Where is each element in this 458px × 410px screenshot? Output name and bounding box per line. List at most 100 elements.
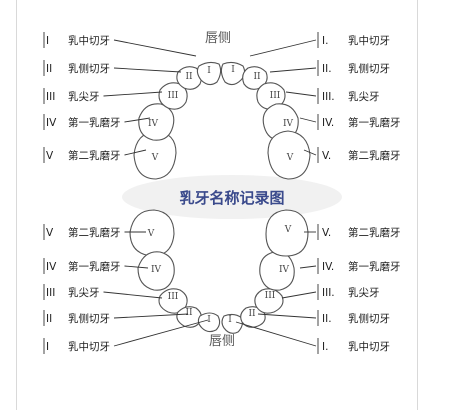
tooth-number-lower: III [168, 292, 179, 302]
tooth-lower-left-iv [259, 251, 295, 291]
chart-title: 乳牙名称记录图 [179, 189, 284, 207]
leader-left [124, 149, 147, 156]
tooth-lower-left-i [221, 313, 244, 334]
tooth-number-upper: IV [283, 119, 294, 129]
label-right-text: 乳中切牙 [348, 340, 390, 353]
tooth-number-lower: III [265, 291, 276, 301]
leader-right [281, 291, 317, 299]
label-right-roman: IV. [322, 117, 334, 129]
leader-right [269, 67, 317, 73]
tooth-number-lower: I [228, 315, 232, 325]
label-right-roman: II. [322, 63, 332, 75]
label-left-text: 乳中切牙 [68, 340, 110, 353]
frame-right-line [417, 0, 418, 410]
label-left-roman: I [46, 35, 49, 47]
label-right-text: 第二乳磨牙 [348, 149, 401, 162]
tooth-number-lower: IV [279, 265, 290, 275]
label-right-roman: III. [322, 91, 335, 103]
label-right-roman: IV. [322, 261, 334, 273]
label-left-roman: III [46, 287, 55, 299]
leader-left [103, 91, 163, 97]
label-right-roman: V. [322, 227, 331, 239]
label-left-text: 第二乳磨牙 [68, 226, 121, 239]
label-right-text: 乳侧切牙 [348, 312, 390, 325]
tooth-number-upper: III [270, 91, 281, 101]
label-left-text: 乳侧切牙 [68, 62, 110, 75]
label-right-text: 第一乳磨牙 [348, 260, 401, 273]
label-left-roman: IV [46, 261, 57, 273]
label-left-roman: V [46, 150, 54, 162]
label-left-text: 乳尖牙 [68, 286, 100, 299]
label-right-roman: I. [322, 35, 328, 47]
tooth-number-upper: I [231, 65, 235, 75]
label-left-roman: IV [46, 117, 57, 129]
label-right-roman: III. [322, 287, 335, 299]
tooth-upper-right-ii [176, 66, 202, 90]
label-right-text: 乳侧切牙 [348, 62, 390, 75]
label-left-text: 乳中切牙 [68, 34, 110, 47]
label-left-text: 乳侧切牙 [68, 312, 110, 325]
title-backdrop [122, 175, 342, 219]
leader-left [124, 265, 149, 269]
tooth-number-upper: IV [148, 119, 159, 129]
label-left-roman: II [46, 63, 52, 75]
leader-right [249, 39, 317, 57]
leader-right [235, 321, 317, 347]
leader-left [113, 319, 209, 347]
label-left-roman: V [46, 227, 54, 239]
leader-left [113, 39, 197, 57]
tooth-upper-right-iii [158, 82, 188, 110]
tooth-lower-right-v [129, 209, 175, 257]
tooth-lower-right-iv [137, 251, 175, 291]
tooth-lower-right-i [197, 312, 221, 333]
leader-left [113, 67, 182, 73]
label-right-roman: II. [322, 313, 332, 325]
label-left-text: 第一乳磨牙 [68, 116, 121, 129]
label-right-text: 第一乳磨牙 [348, 116, 401, 129]
tooth-number-lower: I [207, 315, 211, 325]
tooth-number-upper: V [151, 153, 159, 163]
frame [16, 0, 418, 410]
tooth-number-upper: III [168, 91, 179, 101]
tooth-number-lower: IV [151, 265, 162, 275]
label-right-roman: I. [322, 341, 328, 353]
tooth-number-lower: V [147, 229, 155, 239]
tooth-number-upper: II [253, 72, 261, 82]
tooth-lower-right-iii [158, 288, 188, 314]
tooth-number-upper: V [286, 153, 294, 163]
tooth-upper-left-v [267, 130, 311, 180]
tooth-upper-left-i [220, 61, 246, 86]
leader-left [113, 313, 189, 319]
leader-left [103, 291, 163, 299]
lower-arch [129, 209, 309, 334]
label-right-text: 乳中切牙 [348, 34, 390, 47]
label-right-text: 第二乳磨牙 [348, 226, 401, 239]
leader-right [285, 91, 317, 97]
tooth-number-lower: II [185, 308, 193, 318]
label-left-roman: III [46, 91, 55, 103]
tooth-lower-left-v [265, 209, 309, 257]
label-left-roman: I [46, 341, 49, 353]
label-left-text: 第二乳磨牙 [68, 149, 121, 162]
frame-left-line [16, 0, 17, 410]
leader-left [124, 117, 151, 123]
leader-right [303, 149, 317, 156]
label-left-roman: II [46, 313, 52, 325]
tooth-upper-right-iv [138, 103, 175, 141]
lip-label-bottom: 唇侧 [209, 334, 235, 349]
label-left-text: 乳尖牙 [68, 90, 100, 103]
leader-right [299, 117, 317, 123]
leader-right [299, 265, 317, 269]
lip-label-top: 唇侧 [205, 31, 231, 46]
tooth-lower-left-iii [254, 288, 284, 314]
tooth-number-lower: V [284, 225, 292, 235]
tooth-number-upper: I [207, 66, 211, 76]
label-right-roman: V. [322, 150, 331, 162]
tooth-number-lower: II [248, 309, 256, 319]
label-right-text: 乳尖牙 [348, 286, 380, 299]
leader-lines [43, 32, 319, 354]
